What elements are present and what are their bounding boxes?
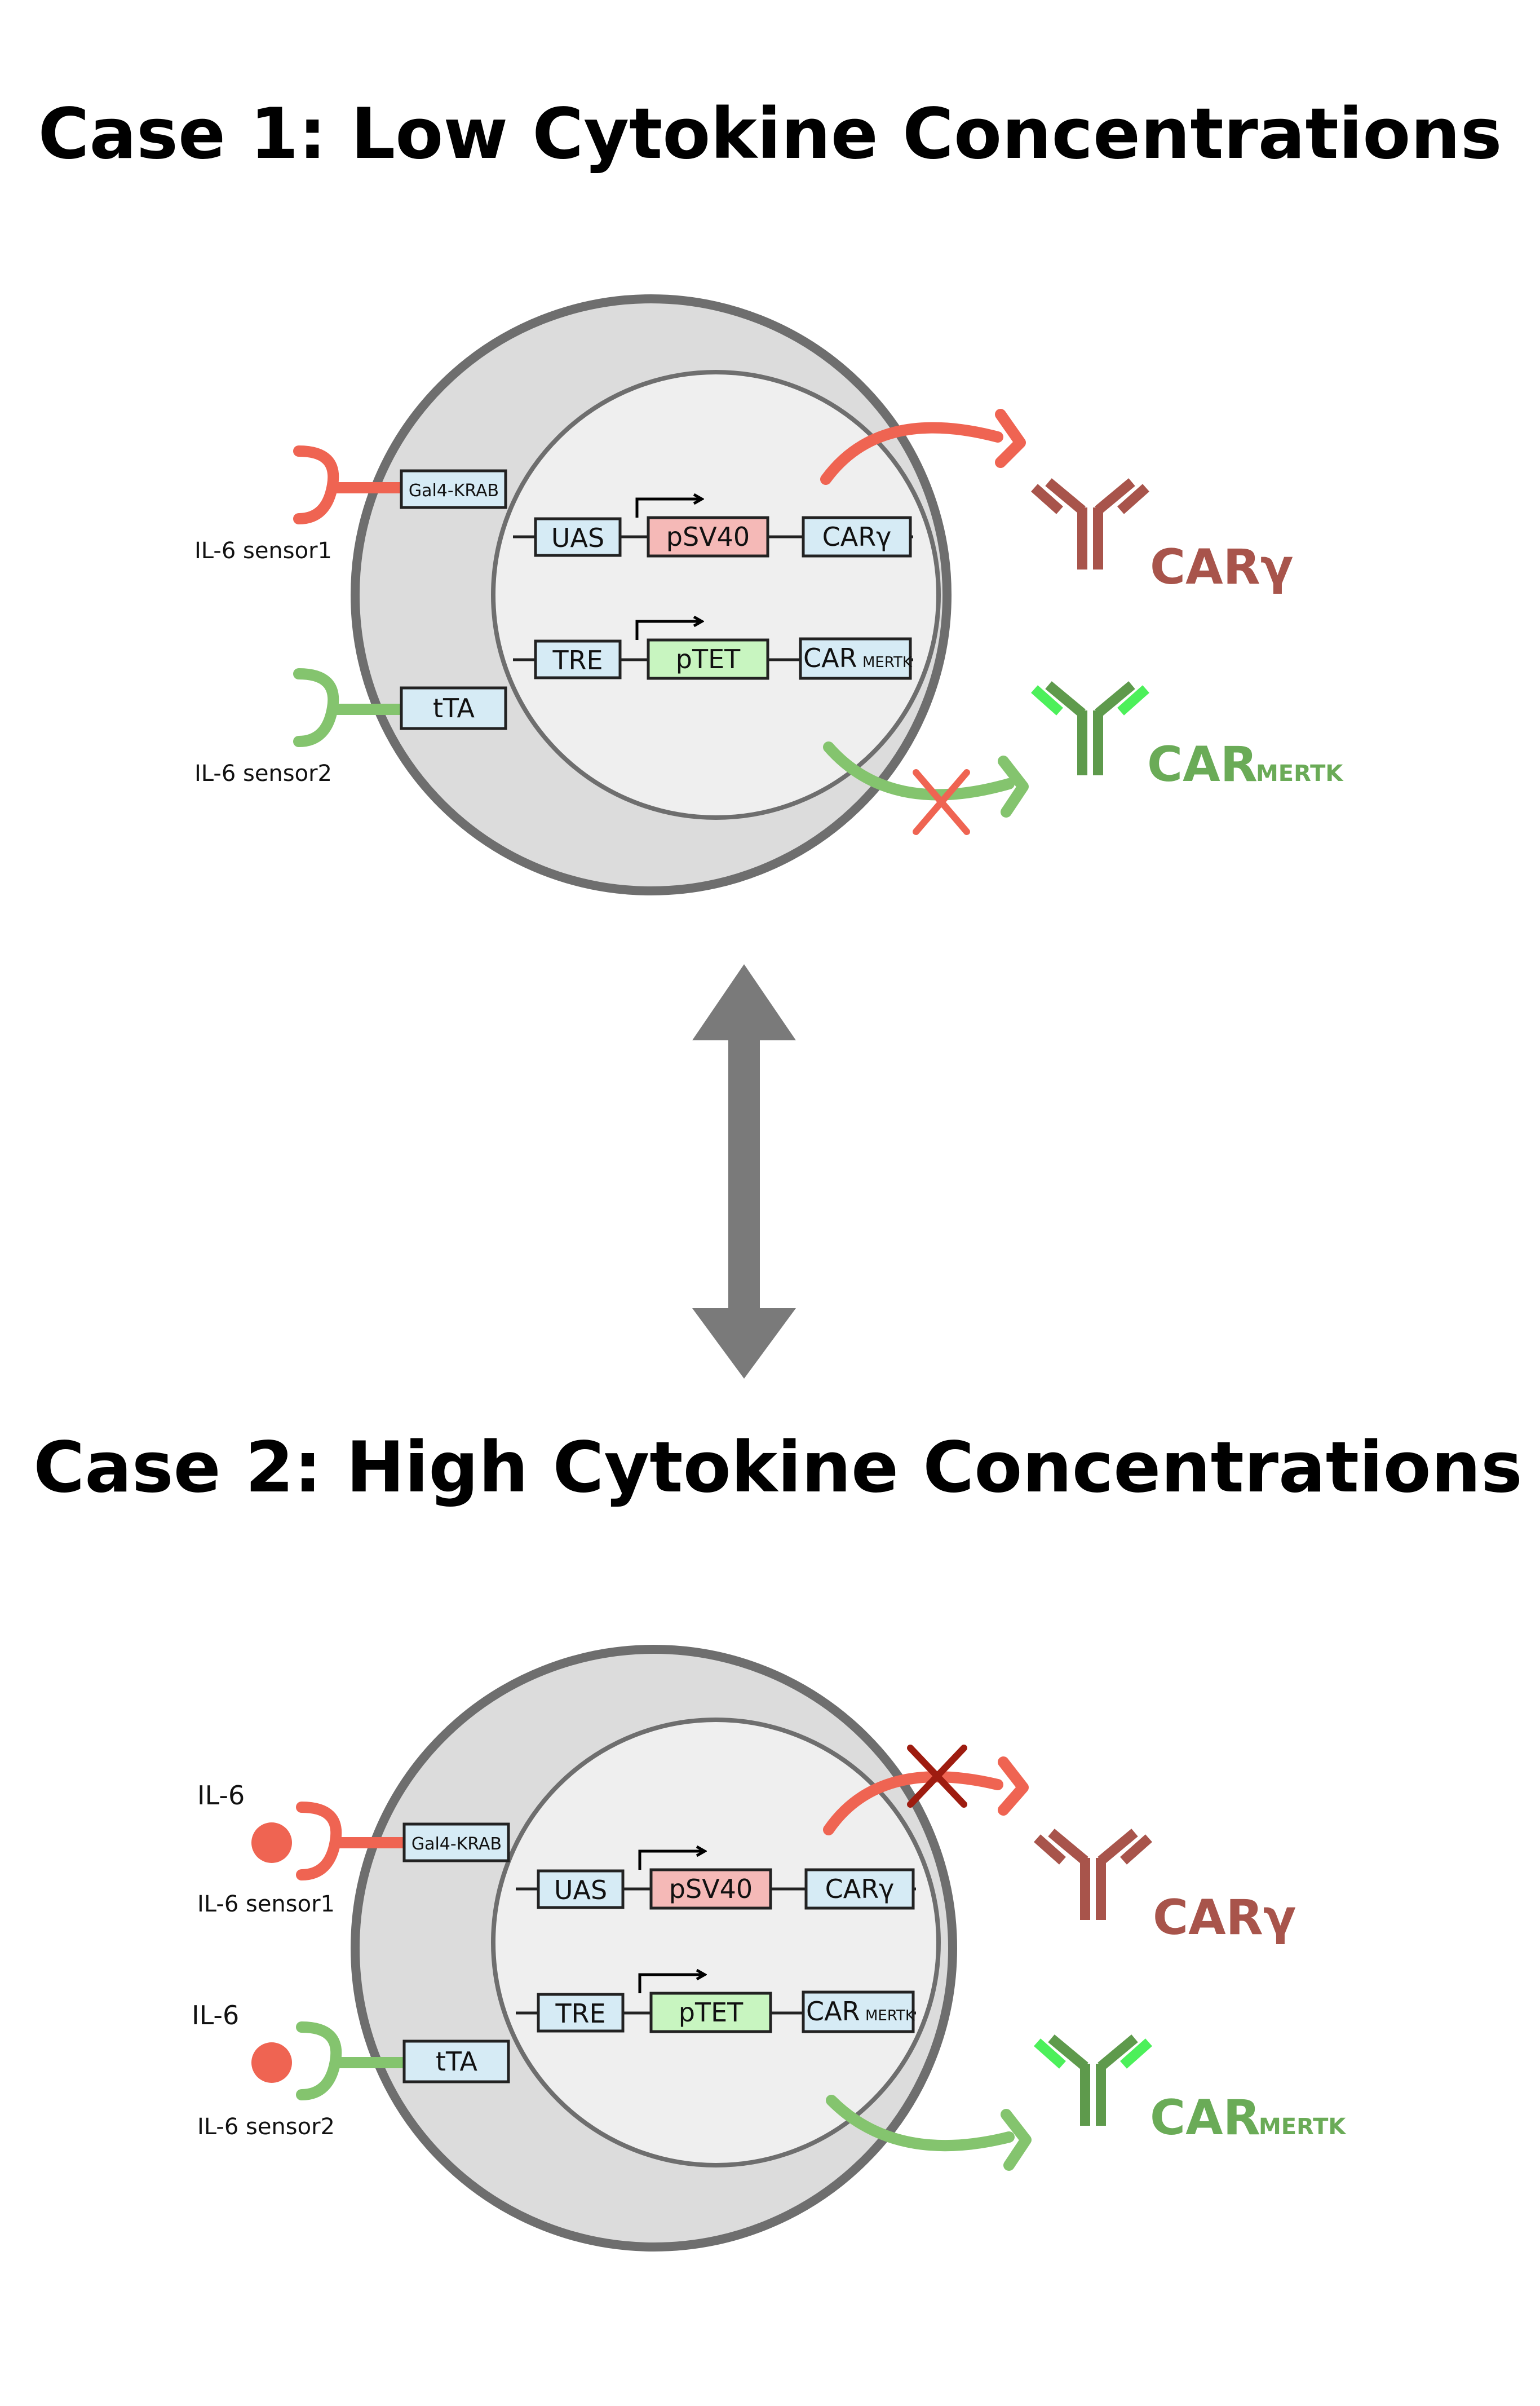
case1-carmertk-main: CAR [803, 643, 857, 673]
case2-uas-label: UAS [554, 1875, 607, 1905]
case2-sensor2-label: IL-6 sensor2 [197, 2114, 335, 2140]
case2-sensor1-label: IL-6 sensor1 [197, 1891, 335, 1917]
case1-carmertk-output-label: CAR [1147, 736, 1258, 793]
case1-cary-output-label: CARγ [1150, 539, 1293, 595]
case1-carmertk-sub: MERTK [862, 654, 913, 671]
case1-promoter-arrow-icon [635, 499, 702, 518]
case2-sensor2-receptor-icon [296, 2021, 406, 2100]
case1-uas-box [534, 517, 622, 557]
case1-carmertk-expression-arrow-icon [823, 741, 1029, 818]
case1-gene-row-uas: UAS pSV40 CARγ [513, 499, 913, 558]
case2-gene-row-uas: UAS pSV40 CARγ [516, 1851, 916, 1910]
case1-sensor2-receptor-icon [293, 668, 403, 747]
case2-panel: Case 2: High Cytokine Concentrations IL-… [33, 1427, 1523, 2252]
case2-cary-box [804, 1868, 915, 1910]
case1-cary-label: CARγ [822, 522, 892, 552]
case2-tta-label: tTA [436, 2046, 478, 2077]
case2-uas-box [537, 1869, 625, 1909]
case2-carmertk-output-sub: MERTK [1259, 2114, 1347, 2140]
case1-carmertk-receptor-icon [1031, 681, 1149, 775]
case1-sensor2-label: IL-6 sensor2 [194, 761, 332, 787]
case1-panel: Case 1: Low Cytokine Concentrations Gal4… [38, 94, 1502, 895]
case1-tre-box [534, 639, 622, 679]
case1-block-x-icon [913, 769, 970, 835]
case2-cary-output-label: CARγ [1153, 1890, 1296, 1946]
case1-cary-box [802, 516, 912, 558]
case2-tre-box [537, 1993, 625, 2033]
case2-promoter-arrow2-icon [638, 1975, 705, 1993]
case1-gal4-krab-label: Gal4-KRAB [409, 481, 499, 501]
case1-title: Case 1: Low Cytokine Concentrations [38, 94, 1502, 175]
case1-gal4-krab-box [400, 469, 507, 509]
case2-cary-receptor-icon [1034, 1829, 1152, 1920]
case1-cary-expression-arrow-icon [820, 409, 1026, 485]
case1-tta-box [400, 686, 507, 730]
case1-carmertk-output-sub: MERTK [1256, 761, 1344, 787]
case2-gal4-krab-box [402, 1822, 510, 1862]
case1-gene-row-tre: TRE pTET CAR MERTK [513, 621, 913, 680]
case1-uas-label: UAS [551, 523, 604, 553]
case1-sensor1-label: IL-6 sensor1 [194, 538, 332, 564]
case2-sensor1-receptor-icon [296, 1802, 406, 1880]
case2-ptet-box [649, 1992, 772, 2033]
case2-gene-row-tre: TRE pTET CAR MERTK [516, 1975, 916, 2033]
case2-carmertk-output-label: CAR [1150, 2090, 1260, 2146]
case2-ptet-label: pTET [679, 1997, 744, 2028]
case1-tta-label: tTA [433, 693, 475, 723]
case1-cary-receptor-icon [1031, 478, 1149, 570]
case2-psv40-box [649, 1868, 772, 1910]
double-arrow-icon [692, 964, 796, 1379]
case2-block-x-icon [907, 1745, 967, 1808]
case2-gal4-krab-label: Gal4-KRAB [411, 1834, 502, 1854]
case2-carmertk-box [802, 1990, 915, 2033]
case2-cary-expression-arrow-icon [823, 1756, 1029, 1835]
case2-promoter-arrow-icon [638, 1851, 705, 1870]
case1-tre-label: TRE [552, 645, 603, 676]
case1-promoter-arrow2-icon [635, 621, 702, 640]
case2-il6-label-bottom: IL-6 [192, 2000, 239, 2030]
case1-sensor1-receptor-icon [293, 445, 403, 524]
case1-psv40-label: pSV40 [666, 522, 750, 552]
case2-carmertk-expression-arrow-icon [826, 2095, 1032, 2171]
case2-tre-label: TRE [555, 1998, 605, 2029]
case1-carmertk-box [799, 637, 912, 680]
case2-il6-ligand-bottom-icon [251, 2042, 292, 2083]
case2-tta-box [402, 2039, 510, 2083]
case2-carmertk-main: CAR [806, 1996, 860, 2027]
case1-ptet-box [647, 638, 769, 680]
case2-psv40-label: pSV40 [669, 1874, 753, 1904]
case1-ptet-label: pTET [676, 644, 741, 674]
case1-psv40-box [647, 516, 769, 558]
case2-il6-ligand-top-icon [251, 1822, 292, 1863]
case2-carmertk-sub: MERTK [865, 2007, 915, 2024]
case2-il6-label-top: IL-6 [197, 1780, 245, 1811]
case2-cary-label: CARγ [825, 1874, 895, 1904]
case2-carmertk-receptor-icon [1034, 2034, 1152, 2126]
case2-title: Case 2: High Cytokine Concentrations [33, 1427, 1523, 1508]
